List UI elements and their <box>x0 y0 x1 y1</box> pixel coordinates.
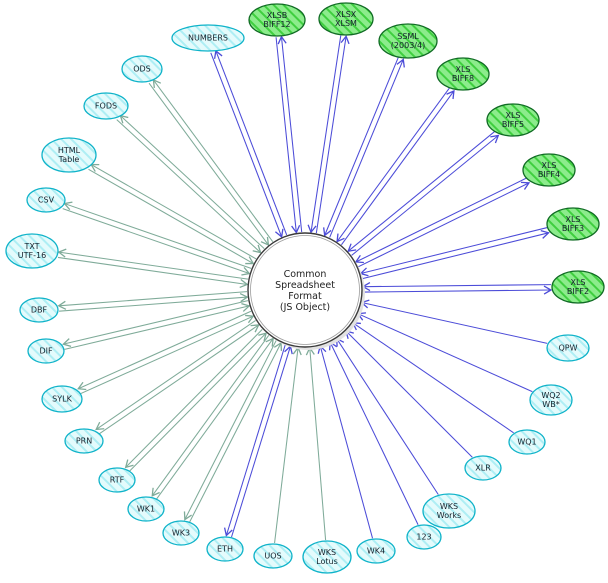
edge-xlsx <box>307 35 350 234</box>
edge-xls-biff5 <box>347 130 500 256</box>
edge-numbers <box>210 49 288 239</box>
node-qpw: QPW <box>546 334 590 362</box>
edge-csv <box>62 201 252 276</box>
edge-xlr <box>345 330 473 458</box>
node-label-123: 123 <box>416 533 431 542</box>
edge-ssml <box>323 57 405 238</box>
edge-xls-biff2 <box>361 282 553 295</box>
edge-wk1 <box>151 335 274 500</box>
node-label-dif: DIF <box>39 347 53 356</box>
edge-txt <box>57 248 249 289</box>
node-rtf: RTF <box>98 467 136 493</box>
node-label-sylk: SYLK <box>52 395 72 404</box>
node-label-wq1: WQ1 <box>517 438 536 447</box>
edge-uos <box>274 346 302 544</box>
edge-wks-lotus <box>305 346 327 541</box>
edge-wk4 <box>317 344 374 539</box>
edge-layer <box>57 35 553 544</box>
node-uos: UOS <box>253 543 293 569</box>
node-wk4: WK4 <box>356 538 396 564</box>
edge-qpw <box>360 299 548 344</box>
edge-dbf <box>57 291 249 312</box>
node-ods: ODS <box>121 55 163 83</box>
edge-xls-biff3 <box>359 227 550 280</box>
node-label-dbf: DBF <box>31 306 48 315</box>
edge-rtf <box>124 328 268 472</box>
edge-eth <box>223 344 293 538</box>
node-label-csv: CSV <box>38 196 55 205</box>
edge-123 <box>328 341 419 525</box>
node-numbers: NUMBERS <box>171 24 245 52</box>
edge-fods <box>116 114 265 254</box>
node-label-fods: FODS <box>95 102 117 111</box>
node-label-qpw: QPW <box>558 344 577 353</box>
edge-xls-biff4 <box>354 177 531 268</box>
edge-ods <box>148 78 274 246</box>
node-label-ssml: SSML(2003/4) <box>391 32 425 50</box>
edge-wk3 <box>183 340 283 523</box>
node-dif: DIF <box>27 338 65 364</box>
node-wq1: WQ1 <box>508 429 546 455</box>
node-label-wk3: WK3 <box>172 529 190 538</box>
node-label-wk1: WK1 <box>137 505 155 514</box>
edge-wq1 <box>351 322 514 434</box>
node-wk1: WK1 <box>127 496 165 522</box>
node-123: 123 <box>406 524 442 550</box>
node-label-xlr: XLR <box>475 464 491 473</box>
node-fods: FODS <box>83 92 129 120</box>
node-prn: PRN <box>64 428 104 454</box>
edge-wks-works <box>335 337 439 495</box>
node-label-numbers: NUMBERS <box>188 34 228 43</box>
node-label-ods: ODS <box>133 65 151 74</box>
node-eth: ETH <box>206 536 244 562</box>
node-label-prn: PRN <box>76 437 92 446</box>
node-ssml: SSML(2003/4) <box>378 23 438 59</box>
node-xlr: XLR <box>464 455 502 481</box>
node-label-uos: UOS <box>264 552 281 561</box>
edge-xlsb <box>275 35 303 234</box>
edge-dif <box>62 300 251 350</box>
node-label-wk4: WK4 <box>367 547 385 556</box>
edge-wq2 <box>356 312 533 393</box>
node-dbf: DBF <box>19 297 59 323</box>
node-wk3: WK3 <box>162 520 200 546</box>
edge-sylk <box>77 310 255 395</box>
edge-prn <box>95 320 260 435</box>
edge-html <box>88 163 257 265</box>
node-label-rtf: RTF <box>110 476 125 485</box>
node-label-eth: ETH <box>217 545 233 554</box>
node-sylk: SYLK <box>41 385 83 413</box>
node-csv: CSV <box>26 187 66 213</box>
edge-xls-biff8 <box>336 87 455 246</box>
